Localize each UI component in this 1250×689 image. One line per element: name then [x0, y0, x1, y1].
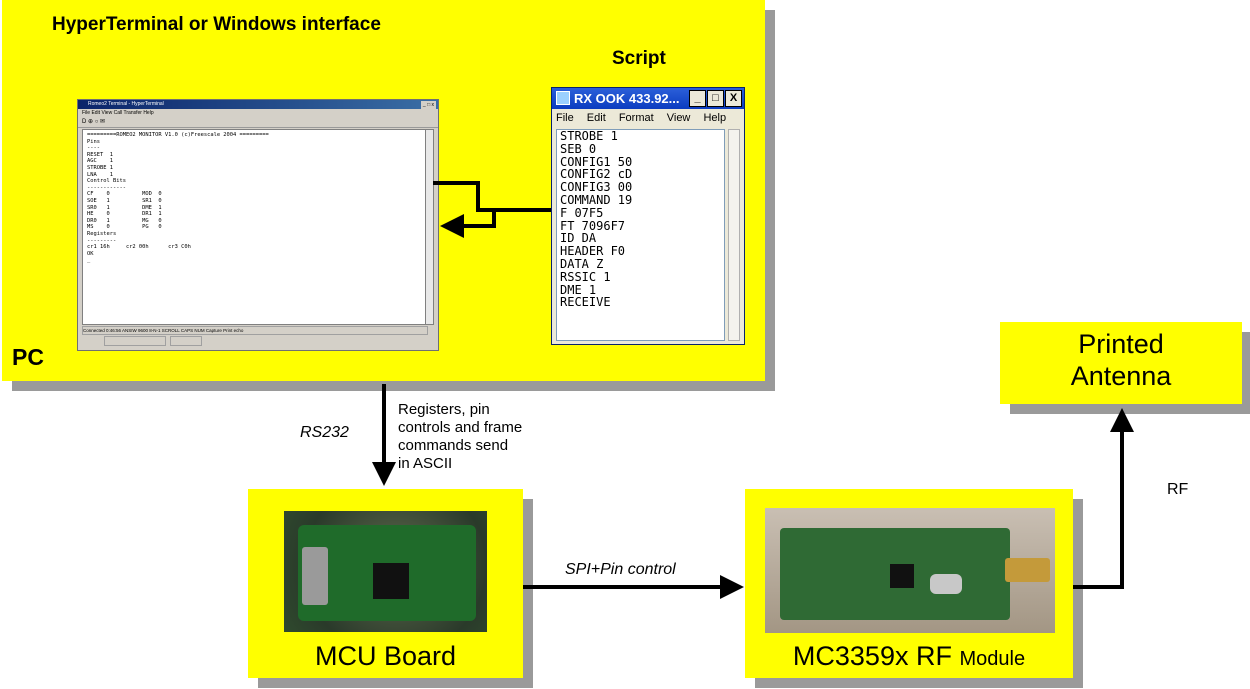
script-to-terminal-line: [440, 208, 551, 238]
terminal-line: RESET 1: [87, 151, 113, 158]
script-line: ID DA: [560, 231, 597, 246]
terminal-line: ----: [87, 145, 100, 152]
script-line: FT 7096F7: [560, 218, 626, 233]
script-line: CONFIG1 50: [560, 154, 633, 169]
antenna-caption: Printed Antenna: [1000, 328, 1242, 392]
hyperterminal-taskbar-item: [104, 336, 166, 346]
notepad-scrollbar[interactable]: [728, 129, 740, 341]
terminal-line: SOE 1 SR1 0: [87, 197, 162, 204]
hyperterminal-menubar[interactable]: File Edit View Call Transfer Help: [82, 110, 154, 116]
script-line: COMMAND 19: [560, 192, 633, 207]
hyperterminal-text: =========ROMEO2 MONITOR V1.0 (c)Freescal…: [87, 132, 423, 264]
hyperterminal-titlebar: Romeo2 Terminal - HyperTerminal _ □ x: [78, 100, 438, 110]
close-icon[interactable]: X: [725, 90, 742, 107]
rf-module-caption-main: MC3359x RF: [792, 641, 960, 671]
terminal-line: Control Bits: [87, 178, 126, 185]
terminal-line: Pins: [87, 138, 100, 145]
script-label: Script: [612, 48, 666, 69]
script-line: DATA Z: [560, 256, 604, 271]
rf-label: RF: [1167, 481, 1189, 498]
script-line: HEADER F0: [560, 244, 626, 259]
terminal-line: STROBE 1: [87, 164, 113, 171]
terminal-line: HE 0 DR1 1: [87, 211, 162, 218]
script-line: CONFIG3 00: [560, 180, 633, 195]
hyperterminal-window: Romeo2 Terminal - HyperTerminal _ □ x Fi…: [77, 99, 439, 351]
notepad-title: RX OOK 433.92...: [574, 91, 680, 106]
terminal-line: cr1 16h cr2 00h cr3 C0h: [87, 244, 191, 251]
menu-file[interactable]: File: [556, 112, 574, 124]
terminal-line: =========ROMEO2 MONITOR V1.0 (c)Freescal…: [87, 132, 269, 138]
script-line: SEB 0: [560, 141, 597, 156]
script-line: DME 1: [560, 282, 597, 297]
terminal-line: OK: [87, 250, 94, 257]
pc-title: HyperTerminal or Windows interface: [52, 14, 381, 35]
rf-module-box: MC3359x RF Module: [745, 489, 1073, 678]
mcu-board-box: MCU Board: [248, 489, 523, 678]
antenna-caption-line1: Printed: [1078, 329, 1164, 359]
hyperterminal-title: Romeo2 Terminal - HyperTerminal: [88, 101, 164, 107]
rs232-note-line4: in ASCII: [398, 455, 453, 472]
hyperterminal-taskbar-item-2: [170, 336, 202, 346]
pc-label: PC: [12, 344, 44, 370]
menu-help[interactable]: Help: [703, 112, 727, 124]
window-controls-icon[interactable]: _ □ x: [420, 101, 436, 110]
terminal-line: Registers: [87, 230, 117, 237]
mcu-chip-icon: [373, 563, 409, 599]
rs232-label: RS232: [300, 424, 349, 441]
antenna-caption-line2: Antenna: [1070, 361, 1172, 391]
terminal-line: _: [87, 257, 91, 264]
script-line: F 07F5: [560, 205, 604, 220]
hyperterminal-output[interactable]: =========ROMEO2 MONITOR V1.0 (c)Freescal…: [82, 129, 428, 325]
antenna-box: Printed Antenna: [1000, 322, 1242, 404]
terminal-line: AGC 1: [87, 158, 113, 165]
db9-connector-icon: [302, 547, 328, 605]
mcu-board-photo: [284, 511, 487, 632]
rf-module-caption-small: Module: [959, 648, 1026, 670]
hyperterminal-statusbar: Connected 0:46:56 ANSIW 9600 8-N-1 SCROL…: [82, 326, 428, 335]
rf-module-photo: [765, 508, 1055, 633]
script-line: CONFIG2 cD: [560, 167, 633, 182]
hyperterminal-toolbar[interactable]: D ⊕ ○ ✉: [78, 117, 438, 128]
script-line: STROBE 1: [560, 129, 618, 143]
menu-format[interactable]: Format: [618, 112, 654, 124]
sma-connector-icon: [1005, 558, 1050, 582]
terminal-line: MS 0 PG 0: [87, 224, 162, 231]
pc-box: HyperTerminal or Windows interface Scrip…: [2, 0, 765, 381]
script-line: RECEIVE: [560, 295, 611, 310]
crystal-icon: [930, 574, 962, 594]
notepad-menubar: File Edit Format View Help: [552, 109, 744, 127]
terminal-line: DR0 1 MG 0: [87, 217, 162, 224]
notepad-titlebar: RX OOK 433.92... _ □ X: [552, 88, 744, 109]
spi-label: SPI+Pin control: [565, 561, 676, 578]
notepad-window: RX OOK 433.92... _ □ X File Edit Format …: [551, 87, 745, 345]
rf-arrow: [1073, 408, 1134, 589]
maximize-icon[interactable]: □: [707, 90, 724, 107]
rf-chip-icon: [890, 564, 914, 588]
terminal-line: ---------: [87, 237, 117, 244]
terminal-bracket-line: [433, 181, 494, 212]
rf-pcb: [780, 528, 1010, 620]
menu-edit[interactable]: Edit: [586, 112, 606, 124]
terminal-line: ------------: [87, 184, 126, 191]
mcu-board-caption: MCU Board: [314, 641, 457, 671]
rs232-note-line1: Registers, pin: [398, 401, 490, 418]
rs232-note-line2: controls and frame: [398, 419, 523, 436]
hyperterminal-scrollbar[interactable]: [425, 129, 434, 325]
rs232-note: Registers, pin controls and frame comman…: [398, 401, 522, 473]
terminal-line: LNA 1: [87, 171, 113, 178]
rs232-note-line3: commands send: [398, 437, 509, 454]
notepad-icon: [556, 91, 570, 105]
mcu-pcb: [298, 525, 476, 621]
minimize-icon[interactable]: _: [689, 90, 706, 107]
terminal-line: CF 0 MOD 0: [87, 191, 162, 198]
terminal-line: SR0 1 DME 1: [87, 204, 162, 211]
menu-view[interactable]: View: [666, 112, 691, 124]
script-line: RSSIC 1: [560, 269, 611, 284]
rf-module-caption: MC3359x RF Module: [745, 641, 1073, 672]
